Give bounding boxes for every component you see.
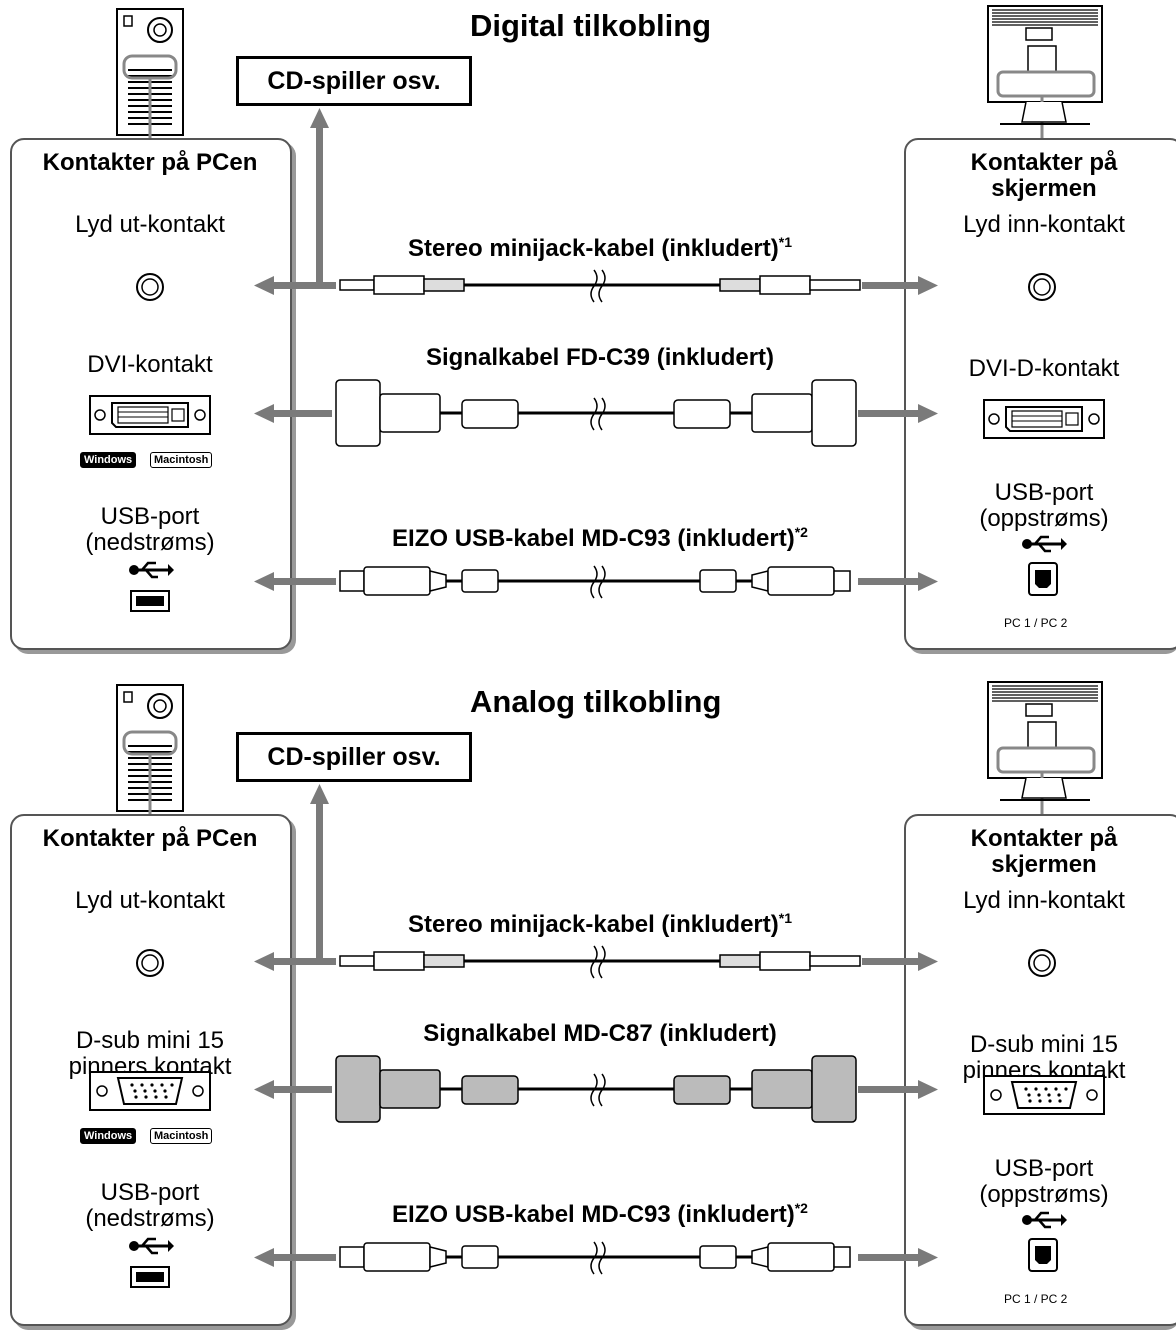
macintosh-badge: Macintosh bbox=[150, 452, 213, 468]
video-port-icon bbox=[983, 399, 1105, 439]
windows-badge: Windows bbox=[80, 452, 137, 468]
monitor-video-label: DVI-D-kontakt bbox=[968, 355, 1120, 382]
macintosh-badge: Macintosh bbox=[150, 1128, 213, 1144]
section-title: Digital tilkobling bbox=[470, 8, 712, 43]
usb-cable-label: EIZO USB-kabel MD-C93 (inkludert)*2 bbox=[392, 524, 808, 552]
usb-a-port-icon bbox=[130, 590, 170, 612]
pc-connectors-panel bbox=[10, 138, 292, 650]
pc-select-label: PC 1 / PC 2 bbox=[1004, 616, 1068, 630]
audio-in-label: Lyd inn-kontakt bbox=[963, 211, 1125, 238]
pc-tower-icon bbox=[116, 684, 184, 824]
audio-jack-icon bbox=[136, 273, 164, 301]
cd-player-box: CD-spiller osv. bbox=[236, 56, 472, 106]
pc-panel-heading: Kontakter på PCen bbox=[42, 825, 258, 852]
monitor-icon bbox=[987, 681, 1103, 820]
audio-jack-icon bbox=[136, 949, 164, 977]
audio-out-label: Lyd ut-kontakt bbox=[75, 887, 225, 914]
monitor-usb-label: USB-port (oppstrøms) bbox=[979, 479, 1109, 532]
usb-b-port-icon bbox=[1028, 1238, 1058, 1272]
audio-out-label: Lyd ut-kontakt bbox=[75, 211, 225, 238]
cable-diagram bbox=[254, 108, 938, 599]
audio-cable-label: Stereo minijack-kabel (inkludert)*1 bbox=[407, 910, 792, 938]
video-cable-label: Signalkabel MD-C87 (inkludert) bbox=[423, 1020, 777, 1047]
usb-a-port-icon bbox=[130, 1266, 170, 1288]
monitor-icon bbox=[987, 5, 1103, 144]
pc-panel-heading: Kontakter på PCen bbox=[42, 149, 258, 176]
connection-section: Analog tilkobling CD-spiller osv. Kontak… bbox=[0, 676, 1176, 1336]
monitor-panel-heading: Kontakter på skjermen bbox=[970, 149, 1118, 202]
pc-tower-icon bbox=[116, 8, 184, 148]
pc-usb-label: USB-port (nedstrøms) bbox=[85, 503, 215, 556]
audio-in-label: Lyd inn-kontakt bbox=[963, 887, 1125, 914]
pc-video-label: DVI-kontakt bbox=[87, 351, 213, 378]
video-port-icon bbox=[983, 1075, 1105, 1115]
audio-cable-label: Stereo minijack-kabel (inkludert)*1 bbox=[407, 234, 792, 262]
usb-symbol-icon bbox=[129, 1237, 174, 1255]
usb-cable-label: EIZO USB-kabel MD-C93 (inkludert)*2 bbox=[392, 1200, 808, 1228]
monitor-panel-heading: Kontakter på skjermen bbox=[970, 825, 1118, 878]
pc-select-label: PC 1 / PC 2 bbox=[1004, 1292, 1068, 1306]
cd-player-box: CD-spiller osv. bbox=[236, 732, 472, 782]
usb-b-port-icon bbox=[1028, 562, 1058, 596]
video-cable-label: Signalkabel FD-C39 (inkludert) bbox=[425, 344, 775, 371]
video-port-icon bbox=[89, 395, 211, 435]
usb-symbol-icon bbox=[1022, 535, 1067, 553]
windows-badge: Windows bbox=[80, 1128, 137, 1144]
section-title: Analog tilkobling bbox=[470, 684, 722, 719]
usb-symbol-icon bbox=[129, 561, 174, 579]
usb-symbol-icon bbox=[1022, 1211, 1067, 1229]
video-port-icon bbox=[89, 1071, 211, 1111]
cable-diagram bbox=[254, 784, 938, 1275]
connection-section: Digital tilkobling CD-spiller osv. Konta… bbox=[0, 0, 1176, 660]
audio-jack-icon bbox=[1028, 273, 1056, 301]
monitor-usb-label: USB-port (oppstrøms) bbox=[979, 1155, 1109, 1208]
audio-jack-icon bbox=[1028, 949, 1056, 977]
pc-usb-label: USB-port (nedstrøms) bbox=[85, 1179, 215, 1232]
